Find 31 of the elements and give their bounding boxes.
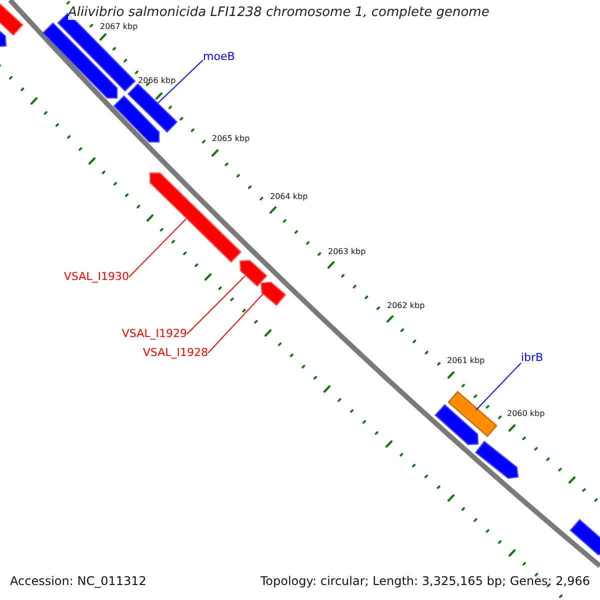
gene-block xyxy=(474,440,519,479)
gene-block xyxy=(570,518,600,556)
gene-label: ibrB xyxy=(521,352,544,364)
gene-block xyxy=(239,260,268,288)
leader-line xyxy=(158,60,204,104)
leader-line xyxy=(208,294,264,354)
scale-label: 2065 kbp xyxy=(212,135,250,144)
gene-label: VSAL_I1929 xyxy=(122,328,187,340)
scale-label: 2064 kbp xyxy=(270,193,308,202)
scale-label: 2063 kbp xyxy=(328,248,366,257)
leader-line xyxy=(476,362,522,410)
scale-label: 2062 kbp xyxy=(387,302,425,311)
scale-label: 2067 kbp xyxy=(100,23,138,32)
footer-text: Topology: circular; Length: 3,325,165 bp; Genes: 2,966 xyxy=(260,575,590,588)
footer-text: Accession: NC_011312 xyxy=(10,575,146,588)
scale-label: 2066 kbp xyxy=(138,77,176,86)
gene-label: VSAL_I1930 xyxy=(64,271,129,283)
gene-block xyxy=(434,404,479,446)
gene-block xyxy=(260,282,286,306)
gene-block xyxy=(127,83,178,133)
scale-label: 2060 kbp xyxy=(507,410,545,419)
scale-label: 2061 kbp xyxy=(447,357,485,366)
gene-block xyxy=(149,172,242,263)
gene-block xyxy=(42,22,118,99)
leader-line xyxy=(128,218,186,278)
gene-label: VSAL_I1928 xyxy=(142,347,208,359)
gene-label: moeB xyxy=(203,51,235,63)
gene-block xyxy=(113,95,160,143)
title: Aliivibrio salmonicida LFI1238 chromosome 1, complete genome xyxy=(68,6,490,20)
leader-line xyxy=(186,276,246,334)
gene-block xyxy=(448,390,498,438)
